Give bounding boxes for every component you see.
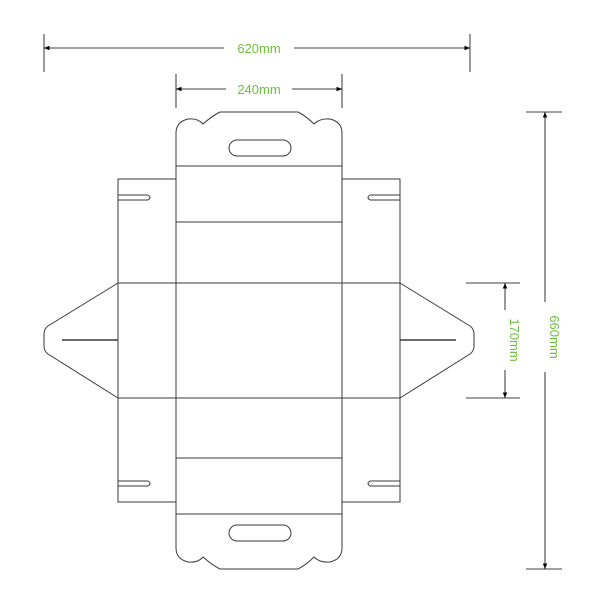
total-height-dimension: 660mm <box>526 111 562 570</box>
top-handle-hole <box>228 139 292 157</box>
panel-width-label: 240mm <box>237 82 280 97</box>
top-handle-panel <box>175 111 343 166</box>
bottom-handle-hole <box>228 524 292 542</box>
left-side-tab <box>43 282 119 399</box>
total-height-label: 660mm <box>547 315 562 358</box>
left-top-flap <box>117 178 176 284</box>
total-width-dimension: 620mm <box>43 34 471 72</box>
right-top-flap <box>342 178 401 284</box>
panel-width-dimension: 240mm <box>175 74 343 108</box>
left-bottom-flap <box>117 397 176 503</box>
bottom-handle-panel <box>175 514 343 570</box>
box-net <box>43 111 475 570</box>
side-height-label: 170mm <box>507 318 522 361</box>
right-side-tab <box>399 282 475 399</box>
bottom-front-panel <box>175 397 343 459</box>
left-side-panel <box>117 282 177 399</box>
total-width-label: 620mm <box>237 41 280 56</box>
right-bottom-flap <box>342 397 401 503</box>
right-side-panel <box>341 282 401 399</box>
bottom-lid-panel <box>175 457 343 515</box>
base-panel <box>175 282 343 399</box>
top-back-panel <box>175 221 343 284</box>
side-height-dimension: 170mm <box>466 282 522 399</box>
top-lid-panel <box>175 165 343 223</box>
